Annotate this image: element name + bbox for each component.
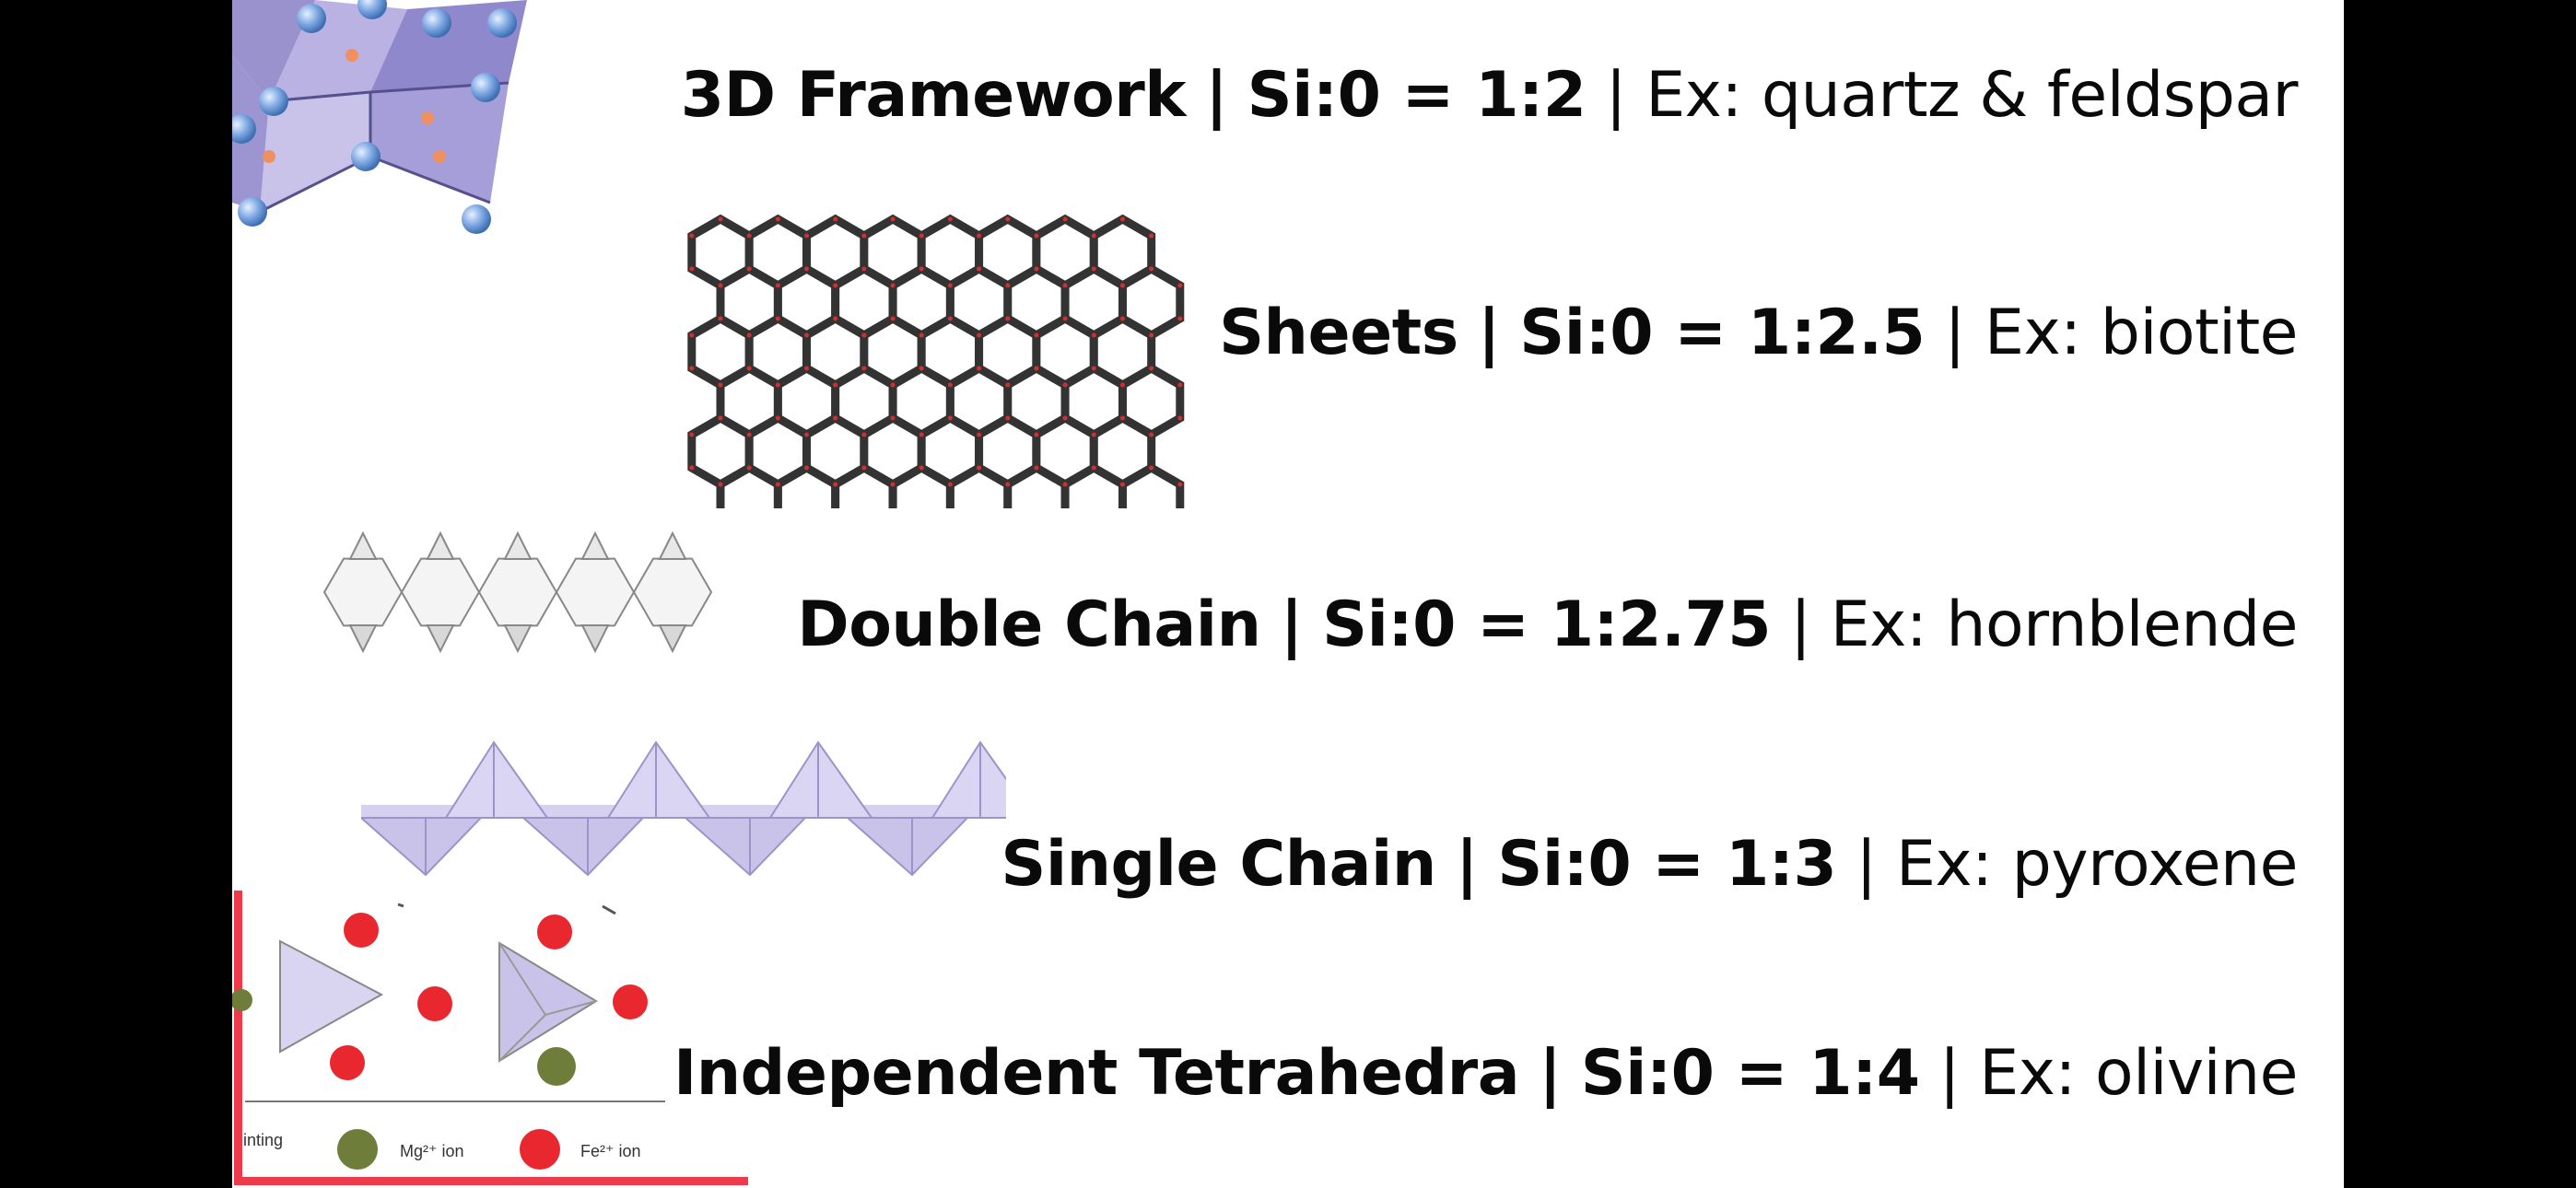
slide: 3D Framework | Si:0 = 1:2 | Ex: quartz &… [232,0,2344,1188]
row-sheets-ratio: Si:0 = 1:2.5 [1519,297,1926,369]
row-framework-ratio: Si:0 = 1:2 [1247,59,1587,132]
row-double-chain-separator: | [1280,588,1304,661]
row-framework-separator-2: | [1605,59,1627,132]
row-independent-separator-2: | [1938,1037,1961,1110]
framework-structure-image [232,0,527,234]
row-single-chain-separator: | [1455,828,1479,901]
row-sheets-type: Sheets [1219,297,1458,369]
row-independent-ratio: Si:0 = 1:4 [1580,1037,1920,1110]
row-single-chain-example: Ex: pyroxene [1895,828,2299,901]
row-independent-tetrahedra: Independent Tetrahedra | Si:0 = 1:4 | Ex… [673,1042,2299,1105]
row-single-chain-type: Single Chain [1001,828,1436,901]
row-independent-type: Independent Tetrahedra [673,1037,1520,1110]
row-double-chain-example: Ex: hornblende [1830,588,2299,661]
row-independent-separator: | [1539,1037,1562,1110]
row-single-chain: Single Chain | Si:0 = 1:3 | Ex: pyroxene [1001,833,2298,896]
legend-fe-ion-label: Fe²⁺ ion [580,1142,641,1160]
sheet-structure-image [687,214,1185,508]
row-sheets-separator: | [1477,297,1501,369]
legend-pointing-label: inting [243,1131,283,1149]
row-single-chain-separator-2: | [1856,828,1877,901]
independent-tetrahedra-image: inting Mg²⁺ ion Fe²⁺ ion [232,891,748,1185]
row-double-chain-separator-2: | [1790,588,1811,661]
row-independent-example: Ex: olivine [1979,1037,2298,1110]
double-chain-structure-image [322,530,713,654]
row-framework-separator: | [1205,59,1228,132]
row-double-chain: Double Chain | Si:0 = 1:2.75 | Ex: hornb… [797,594,2298,657]
row-framework: 3D Framework | Si:0 = 1:2 | Ex: quartz &… [681,64,2299,127]
row-single-chain-ratio: Si:0 = 1:3 [1497,828,1837,901]
row-double-chain-type: Double Chain [797,588,1261,661]
row-double-chain-ratio: Si:0 = 1:2.75 [1322,588,1772,661]
single-chain-structure-image [361,740,1006,877]
row-framework-type: 3D Framework [680,59,1187,132]
row-framework-example: Ex: quartz & feldspar [1645,59,2298,132]
row-sheets: Sheets | Si:0 = 1:2.5 | Ex: biotite [1219,302,2298,365]
row-sheets-example: Ex: biotite [1985,297,2298,369]
row-sheets-separator-2: | [1944,297,1966,369]
legend-mg-ion-label: Mg²⁺ ion [400,1142,464,1160]
